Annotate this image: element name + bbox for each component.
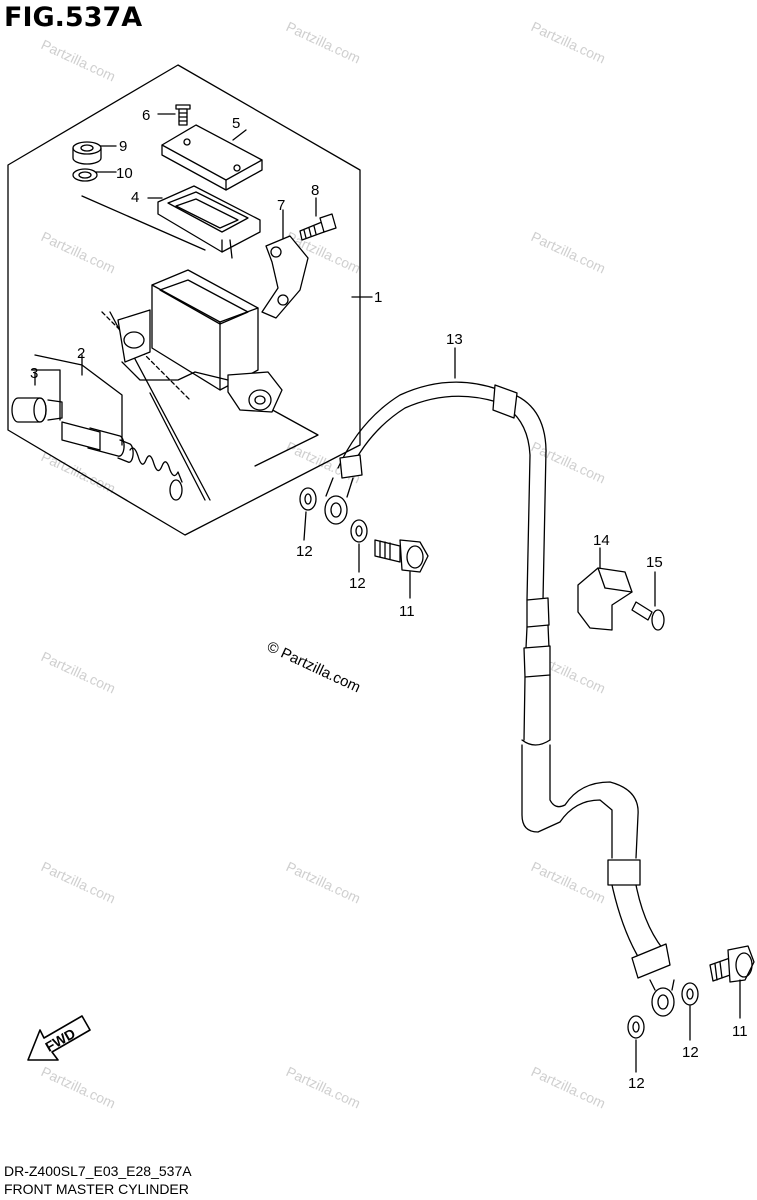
brake-hose-13 [324, 381, 675, 1017]
diaphragm-4 [157, 185, 261, 259]
callout-14: 14 [593, 532, 610, 549]
leader-line [303, 511, 307, 541]
figure-title: FIG.537A [4, 2, 143, 33]
hose-clamp-14 [577, 567, 633, 631]
callout-2: 2 [77, 345, 85, 362]
boot-9 [72, 141, 102, 165]
watermark: Partzilla.com [529, 228, 608, 276]
union-bolt-11 [709, 945, 755, 983]
watermark: Partzilla.com [284, 1063, 363, 1111]
callout-3: 3 [30, 365, 38, 382]
guide-line [149, 392, 206, 501]
leader-line [81, 195, 206, 251]
watermark: Partzilla.com [529, 1063, 608, 1111]
screw-6 [175, 104, 191, 126]
watermark: Partzilla.com [39, 228, 118, 276]
leader-line [232, 129, 247, 141]
watermark: Partzilla.com [529, 438, 608, 486]
watermarks: Partzilla.com Partzilla.com Partzilla.co… [39, 18, 608, 1111]
center-watermark-text: © Partzilla.com [264, 638, 363, 696]
callout-12: 12 [296, 543, 313, 560]
assembly-outline [7, 64, 361, 536]
watermark: Partzilla.com [39, 36, 118, 84]
fwd-arrow [27, 1015, 91, 1061]
callout-8: 8 [311, 182, 319, 199]
screw-15 [631, 601, 665, 631]
callout-12: 12 [628, 1075, 645, 1092]
callout-13: 13 [446, 331, 463, 348]
callout-15: 15 [646, 554, 663, 571]
watermark: Partzilla.com [39, 858, 118, 906]
piston-kit [11, 397, 183, 501]
callout-9: 9 [119, 138, 127, 155]
callout-7: 7 [277, 197, 285, 214]
callout-12: 12 [682, 1044, 699, 1061]
washer-12 [299, 487, 317, 511]
union-bolt-11 [374, 539, 429, 573]
watermark: Partzilla.com [284, 858, 363, 906]
reservoir-cap-5 [161, 124, 263, 191]
watermark: Partzilla.com [39, 648, 118, 696]
watermark: Partzilla.com [284, 18, 363, 66]
guide-line [254, 401, 319, 467]
callout-11: 11 [399, 603, 415, 620]
master-cylinder-body [117, 269, 283, 413]
bolt-8 [299, 213, 337, 241]
washer-12 [350, 519, 368, 543]
figure-code: DR-Z400SL7_E03_E28_537A [4, 1163, 192, 1179]
center-watermark: © Partzilla.com [264, 638, 363, 696]
watermark: Partzilla.com [529, 858, 608, 906]
figure-caption: FRONT MASTER CYLINDER [4, 1181, 189, 1197]
watermark: Partzilla.com [39, 1063, 118, 1111]
callout-1: 1 [374, 289, 382, 306]
callout-10: 10 [116, 165, 133, 182]
leader-line [34, 354, 123, 446]
watermark: Partzilla.com [529, 18, 608, 66]
clamp-7 [261, 235, 309, 319]
washer-12 [681, 982, 699, 1006]
callout-6: 6 [142, 107, 150, 124]
ring-10 [72, 168, 98, 182]
callout-12: 12 [349, 575, 366, 592]
guide-line [101, 311, 191, 401]
callout-4: 4 [131, 189, 139, 206]
washer-12 [627, 1015, 645, 1039]
callout-5: 5 [232, 115, 240, 132]
callout-11: 11 [732, 1023, 748, 1040]
callouts: 1 2 3 4 5 6 7 8 9 10 11 11 12 12 12 12 1… [30, 107, 748, 1092]
leader-line [31, 369, 61, 421]
